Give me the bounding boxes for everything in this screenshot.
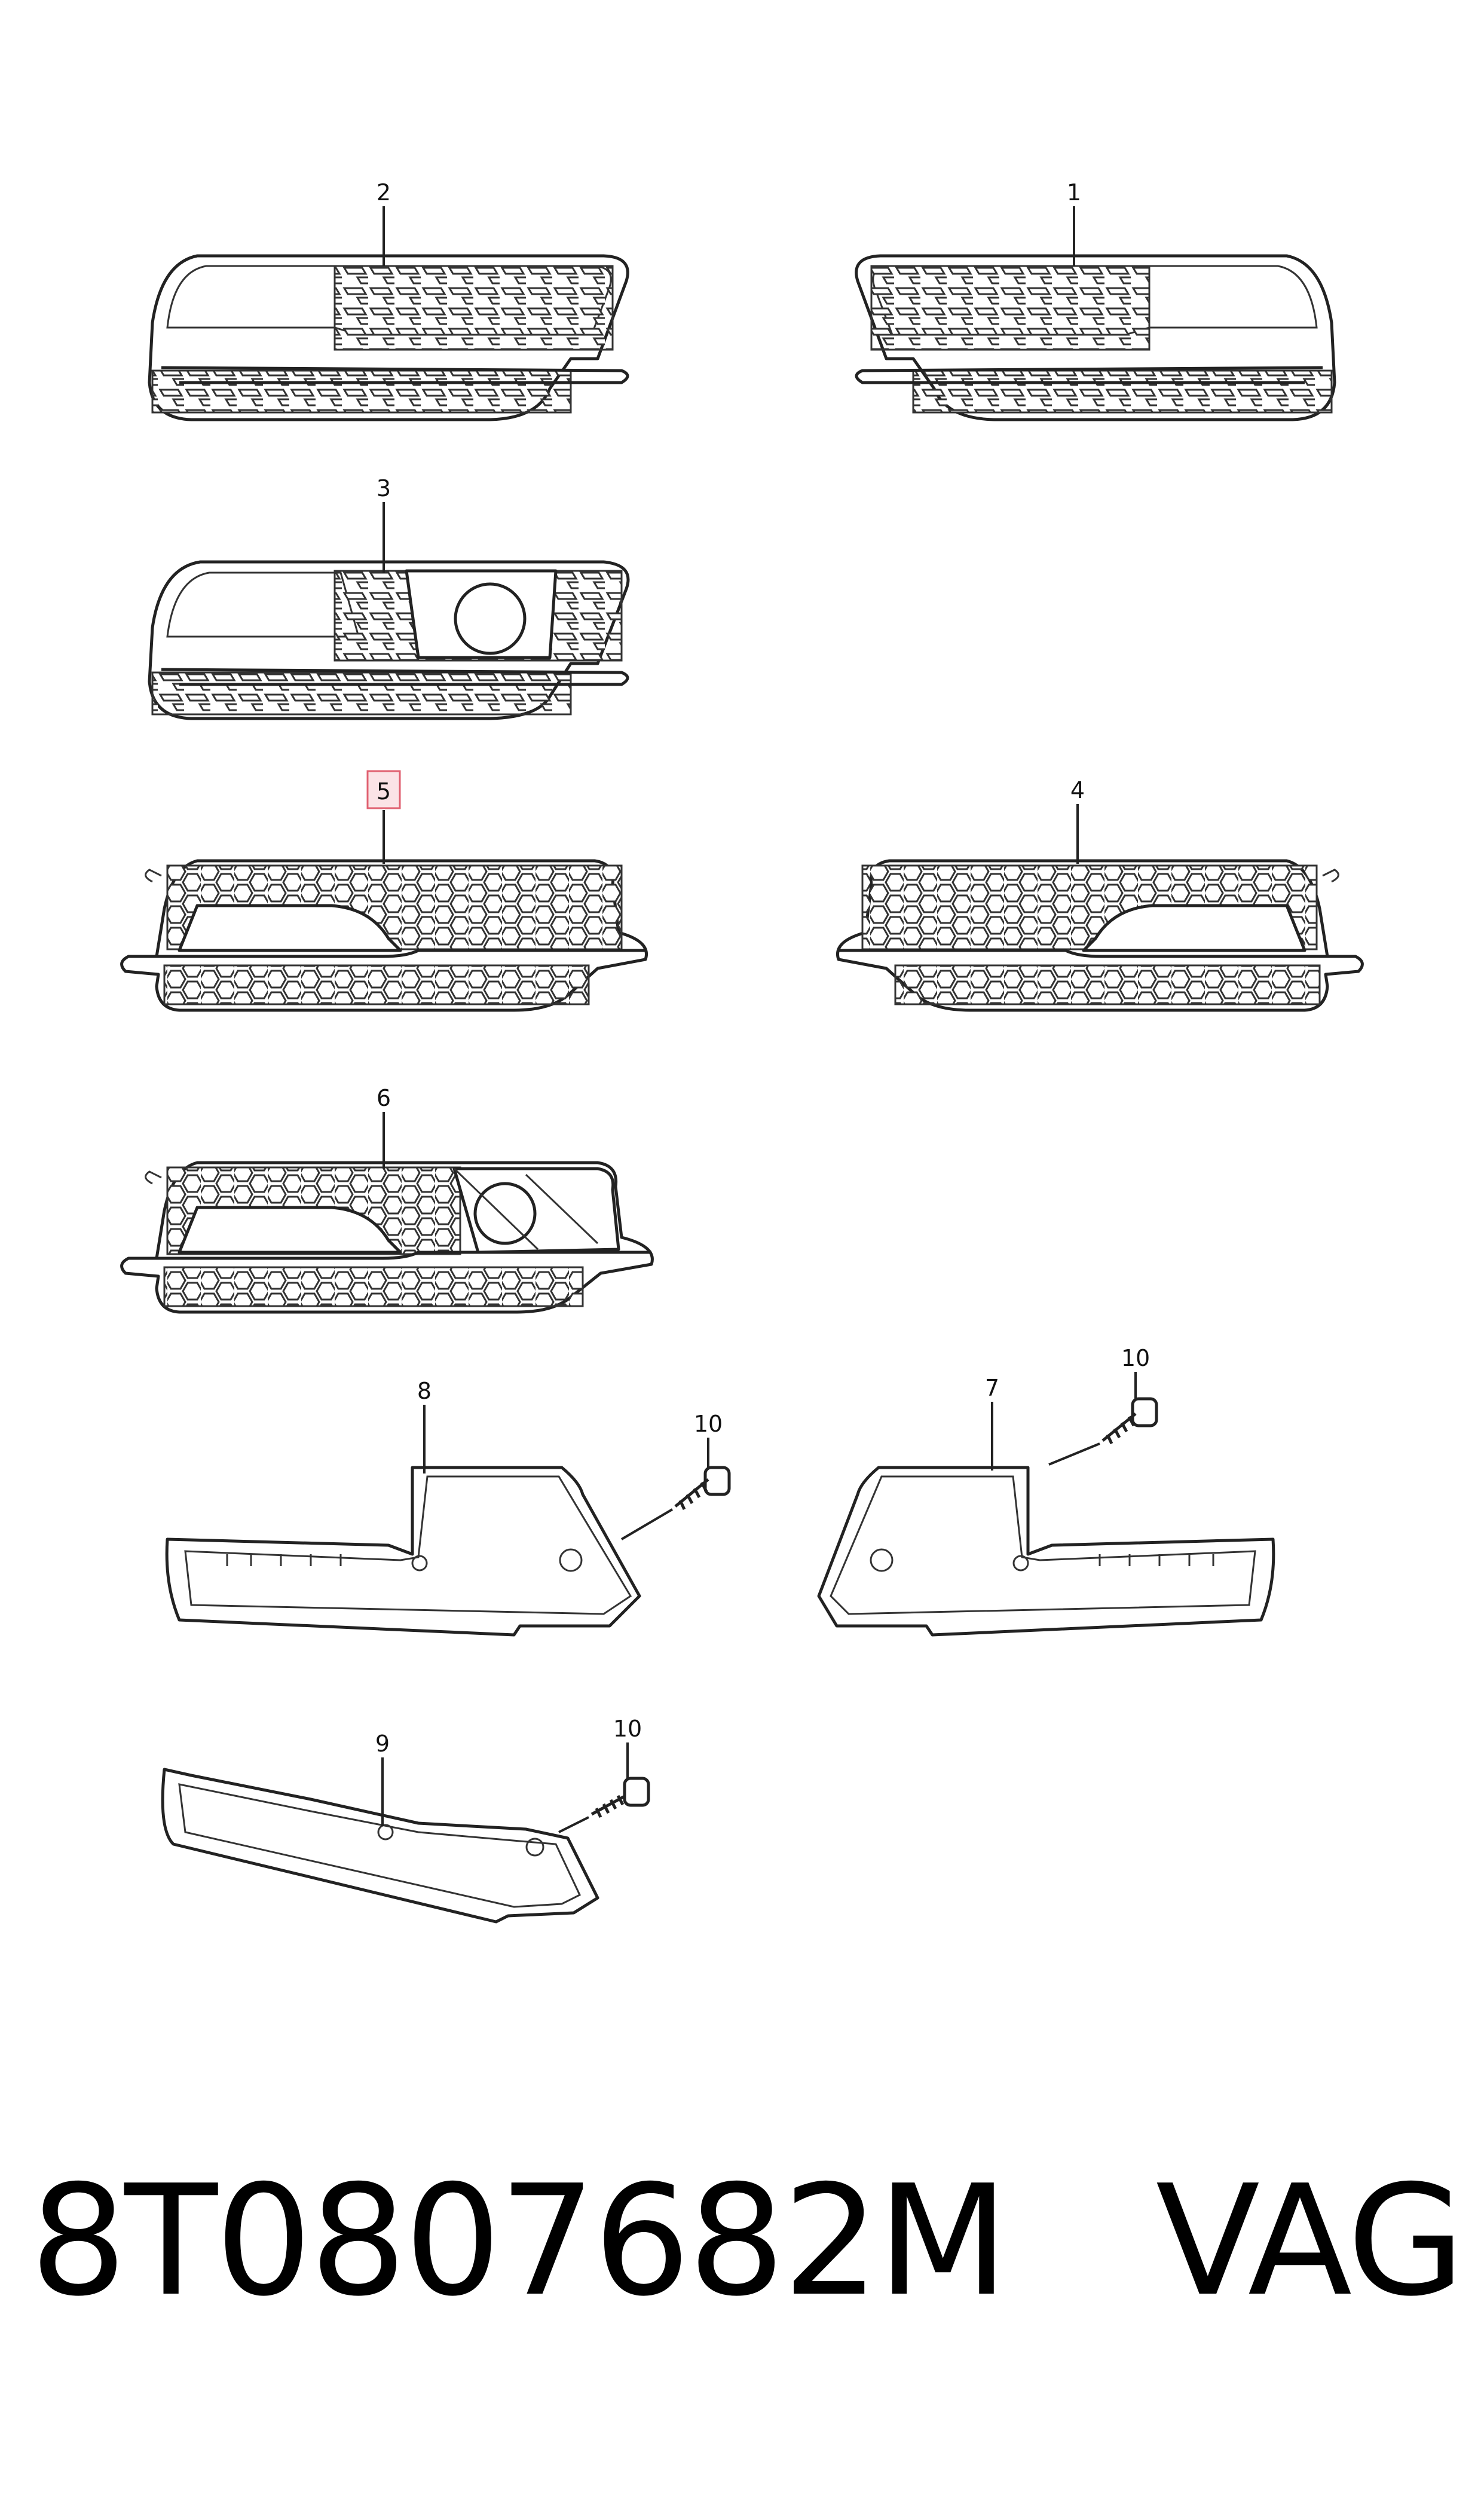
callout-10-c: 10 xyxy=(613,1716,642,1742)
callout-5-highlight xyxy=(366,770,401,809)
part-5-grille[interactable] xyxy=(120,859,648,1012)
callout-6: 6 xyxy=(377,1085,391,1111)
brand-name: VAG xyxy=(1155,2153,1465,2330)
screw-10-a[interactable] xyxy=(674,1466,731,1511)
callout-3: 3 xyxy=(377,475,391,502)
part-2-grille[interactable] xyxy=(148,254,629,421)
part-9-trim[interactable] xyxy=(161,1768,599,1924)
callout-8: 8 xyxy=(417,1378,432,1404)
callout-1: 1 xyxy=(1067,179,1081,206)
screw-10-b[interactable] xyxy=(1101,1397,1158,1445)
part-3-grille[interactable] xyxy=(148,560,630,720)
callout-10-b: 10 xyxy=(1121,1345,1150,1371)
callout-4: 4 xyxy=(1070,777,1085,803)
part-number: 8T0807682M xyxy=(30,2153,1009,2330)
part-7-bracket[interactable] xyxy=(817,1466,1275,1637)
callout-5[interactable]: 5 xyxy=(377,778,391,805)
callout-7: 7 xyxy=(985,1375,999,1401)
part-6-grille[interactable] xyxy=(120,1161,654,1314)
callout-10-a: 10 xyxy=(694,1411,723,1437)
screw-10-c[interactable] xyxy=(590,1777,650,1818)
part-8-bracket[interactable] xyxy=(165,1466,641,1637)
footer-caption: 8T0807682M VAG xyxy=(30,2153,1465,2330)
part-4-grille[interactable] xyxy=(836,859,1364,1012)
callout-9: 9 xyxy=(375,1731,390,1757)
callout-2: 2 xyxy=(377,179,391,206)
part-1-grille[interactable] xyxy=(855,254,1336,421)
